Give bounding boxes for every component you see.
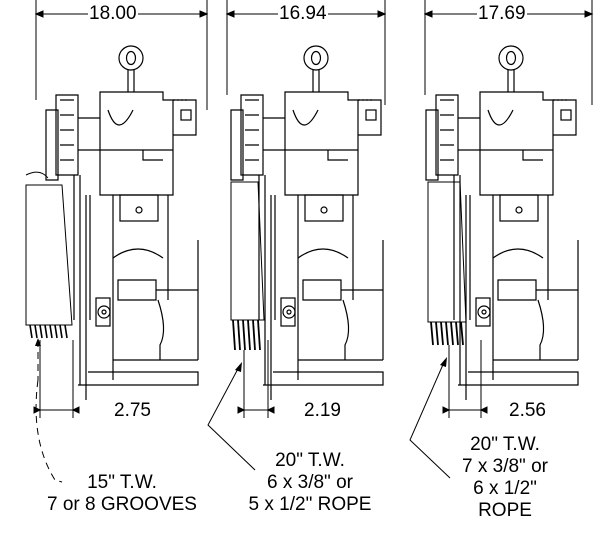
machine-3 [409,0,594,479]
sheave-note-2: 20" T.W. 6 x 3/8" or 5 x 1/2" ROPE [240,450,380,516]
offset-dimension-3: 2.56 [508,400,547,422]
machine-2 [207,0,387,471]
note-2-line-2: 6 x 3/8" or [267,472,353,493]
note-3-line-2: 7 x 3/8" or [462,456,548,477]
note-1-line-1: 15" T.W. [87,472,157,493]
offset-dimension-2: 2.19 [303,400,342,422]
width-dimension-1: 18.00 [88,3,138,25]
note-3-line-4: ROPE [478,500,532,521]
width-dimension-2: 16.94 [278,3,328,25]
width-dimension-3: 17.69 [477,3,527,25]
note-1-line-2: 7 or 8 GROOVES [47,494,197,515]
offset-dimension-1: 2.75 [113,400,152,422]
note-3-line-3: 6 x 1/2" [473,478,537,499]
sheave-note-3: 20" T.W. 7 x 3/8" or 6 x 1/2" ROPE [450,434,560,522]
note-2-line-3: 5 x 1/2" ROPE [248,494,372,515]
sheave-note-1: 15" T.W. 7 or 8 GROOVES [6,472,238,516]
note-3-line-1: 20" T.W. [470,434,540,455]
note-2-line-1: 20" T.W. [275,450,345,471]
